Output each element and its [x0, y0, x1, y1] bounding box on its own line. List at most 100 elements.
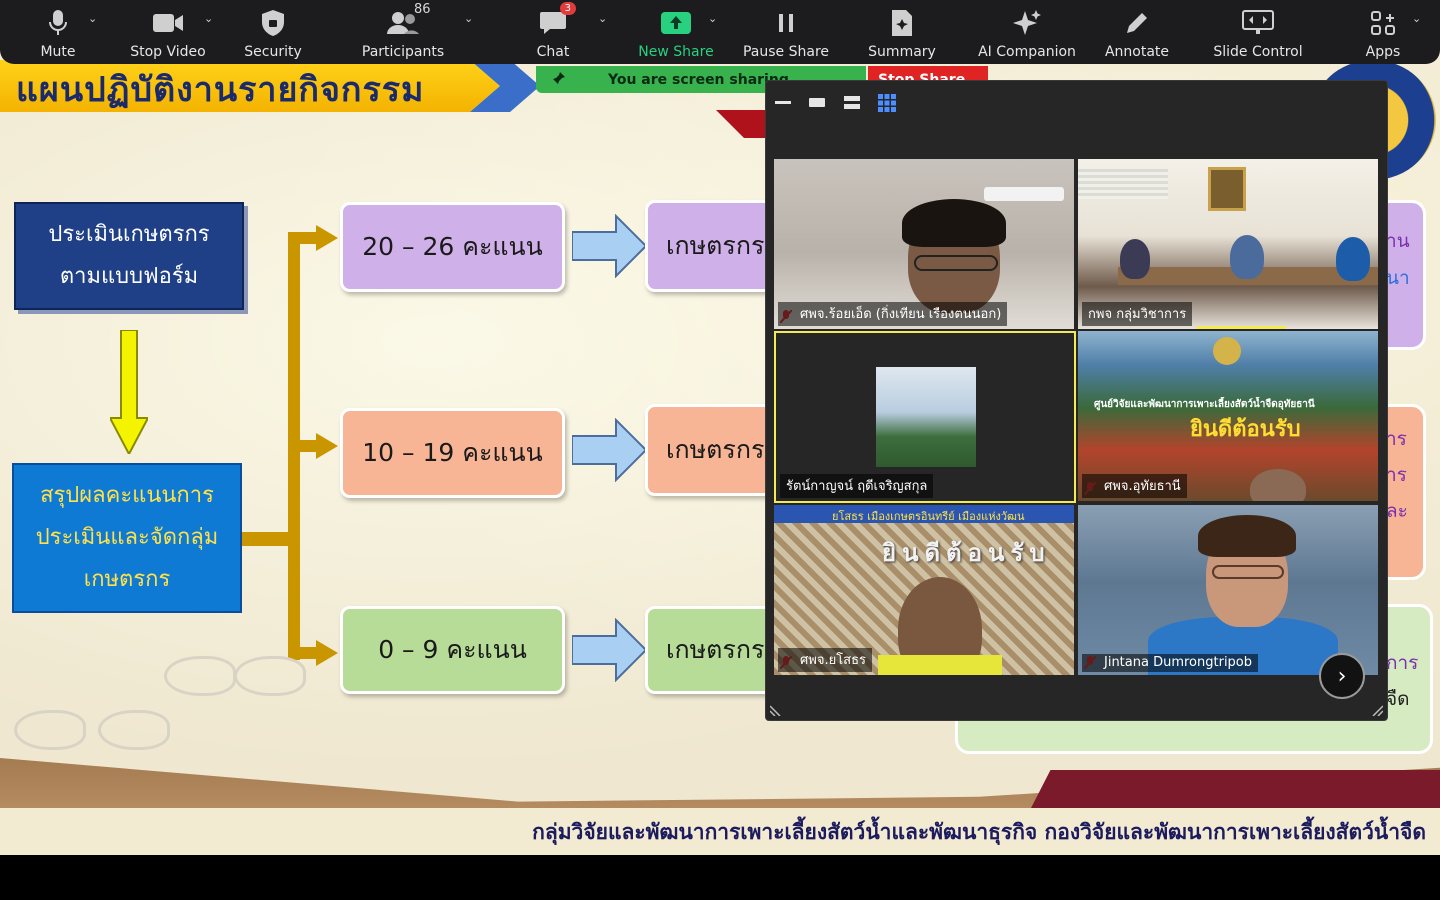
profile-picture [876, 367, 976, 467]
fish-decoration-icon [164, 656, 236, 696]
minimize-icon [775, 101, 791, 104]
summary-button[interactable]: Summary [866, 0, 938, 64]
speaker-view-button[interactable] [806, 93, 828, 113]
meeting-attendee [1230, 235, 1264, 279]
slide-control-label: Slide Control [1213, 44, 1303, 60]
footer-band [0, 808, 1440, 855]
meeting-attendee [1120, 239, 1150, 279]
slide-control-button[interactable]: Slide Control [1210, 0, 1306, 64]
summary-icon [885, 8, 919, 38]
next-page-button[interactable]: › [1319, 653, 1365, 699]
apps-label: Apps [1365, 44, 1401, 60]
maroon-stripe [1030, 770, 1440, 810]
new-share-label: New Share [638, 44, 714, 60]
summary-label: Summary [868, 44, 936, 60]
participants-label: Participants [361, 44, 445, 60]
score-range-mid: 10 – 19 คะแนน [340, 408, 565, 498]
participant-video-tile[interactable]: Jintana Dumrongtripob [1078, 505, 1378, 675]
participants-icon: 86 [386, 2, 431, 38]
right-panel-orange-text-2: าร [1386, 464, 1407, 486]
participant-video-tile[interactable]: ศพจ.ร้อยเอ็ด (กิ่งเทียน เรืองตนนอก) [774, 159, 1074, 329]
video-gallery-window[interactable]: ศพจ.ร้อยเอ็ด (กิ่งเทียน เรืองตนนอก) กพจ … [765, 80, 1388, 721]
grid-icon [878, 94, 896, 112]
score-range-low: 0 – 9 คะแนน [340, 606, 565, 694]
farmer-group-high: เกษตรกร [645, 200, 785, 292]
participant-video-tile[interactable]: กพจ กลุ่มวิชาการ [1078, 159, 1378, 329]
microphone-icon [41, 8, 75, 38]
security-label: Security [244, 44, 302, 60]
backdrop-strip [774, 505, 1074, 523]
slide-control-icon [1241, 8, 1275, 38]
pause-share-button[interactable]: Pause Share [740, 0, 832, 64]
meeting-attendee [1336, 237, 1370, 281]
participant-glasses [914, 255, 998, 271]
participant-name: ศพจ.ยโสธร [778, 648, 873, 672]
connector-branch-3 [288, 647, 320, 659]
window-blinds [1078, 169, 1168, 199]
pencil-icon [1120, 8, 1154, 38]
speaker-view-icon [809, 98, 825, 107]
pause-icon [769, 8, 803, 38]
resize-handle-icon[interactable] [1369, 702, 1383, 716]
share-options-chevron-icon[interactable]: ⌄ [708, 12, 718, 25]
chat-icon: 3 [536, 2, 576, 38]
video-options-chevron-icon[interactable]: ⌄ [204, 12, 214, 25]
apps-options-chevron-icon[interactable]: ⌄ [1412, 12, 1422, 25]
participants-button[interactable]: 86 Participants [360, 0, 446, 64]
participant-video-tile[interactable]: ศูนย์วิจัยและพัฒนาการเพาะเลี้ยงสัตว์น้ำจ… [1078, 331, 1378, 501]
strip-view-button[interactable] [841, 93, 863, 113]
slide-footer: กลุ่มวิจัยและพัฒนาการเพาะเลี้ยงสัตว์น้ำแ… [532, 820, 1426, 844]
participant-hair [1198, 515, 1296, 557]
backdrop-caption: ยโสธร เมืองเกษตรอินทรีย์ เมืองแห่งวัฒน [832, 510, 1025, 523]
assess-farmer-box: ประเมินเกษตรกร ตามแบบฟอร์ม [14, 202, 244, 310]
right-panel-purple-text-1: าน [1386, 230, 1410, 252]
resize-handle-icon[interactable] [770, 702, 784, 716]
pin-icon [546, 71, 572, 89]
summary-group-box: สรุปผลคะแนนการ ประเมินและจัดกลุ่ม เกษตรก… [12, 463, 242, 613]
participants-options-chevron-icon[interactable]: ⌄ [464, 12, 474, 25]
apps-button[interactable]: Apps [1360, 0, 1406, 64]
wall-portrait [1208, 167, 1246, 211]
mute-options-chevron-icon[interactable]: ⌄ [88, 12, 98, 25]
air-conditioner [984, 187, 1064, 201]
apps-icon [1366, 8, 1400, 38]
mute-button[interactable]: Mute [30, 0, 86, 64]
summary-line-2: ประเมินและจัดกลุ่ม [35, 525, 219, 550]
participant-shirt [878, 655, 1002, 675]
chat-label: Chat [536, 44, 570, 60]
chat-options-chevron-icon[interactable]: ⌄ [598, 12, 608, 25]
chat-unread-badge: 3 [559, 2, 576, 15]
annotate-label: Annotate [1104, 44, 1170, 60]
new-share-button[interactable]: New Share [634, 0, 718, 64]
gallery-view-button[interactable] [876, 93, 898, 113]
ai-companion-button[interactable]: AI Companion [976, 0, 1078, 64]
assess-line-2: ตามแบบฟอร์ม [59, 264, 199, 289]
participant-video-tile-active-speaker[interactable]: รัตน์กาญจน์ ฤดีเจริญสกุล [774, 331, 1076, 503]
active-speaker-indicator [1196, 326, 1286, 329]
down-arrow-icon [110, 330, 148, 454]
right-panel-orange-text-3: ละ [1386, 500, 1408, 522]
annotate-button[interactable]: Annotate [1102, 0, 1172, 64]
branch-arrowhead-icon [316, 433, 338, 459]
participant-name: ศพจ.อุทัยธานี [1082, 474, 1187, 498]
chat-button[interactable]: 3 Chat [526, 0, 580, 64]
fish-decoration-icon [14, 710, 86, 750]
participant-video-tile[interactable]: ยโสธร เมืองเกษตรอินทรีย์ เมืองแห่งวัฒน ย… [774, 505, 1074, 675]
participant-count: 86 [414, 2, 431, 17]
center-banner-top: ศูนย์วิจัยและพัฒนาการเพาะเลี้ยงสัตว์น้ำจ… [1094, 399, 1315, 410]
summary-line-1: สรุปผลคะแนนการ [40, 483, 214, 508]
participant-name: Jintana Dumrongtripob [1082, 654, 1259, 672]
fish-decoration-icon [98, 710, 170, 750]
connector-branch-1 [288, 232, 320, 244]
farmer-group-mid: เกษตรกร [645, 404, 785, 496]
share-screen-icon [659, 8, 693, 38]
security-button[interactable]: Security [240, 0, 306, 64]
shield-icon [256, 8, 290, 38]
stop-video-label: Stop Video [130, 44, 206, 60]
stop-video-button[interactable]: Stop Video [126, 0, 210, 64]
right-arrow-icon [572, 214, 648, 278]
pause-share-label: Pause Share [742, 44, 830, 60]
minimize-gallery-button[interactable] [772, 93, 794, 113]
title-band [0, 60, 500, 112]
mute-label: Mute [40, 44, 76, 60]
